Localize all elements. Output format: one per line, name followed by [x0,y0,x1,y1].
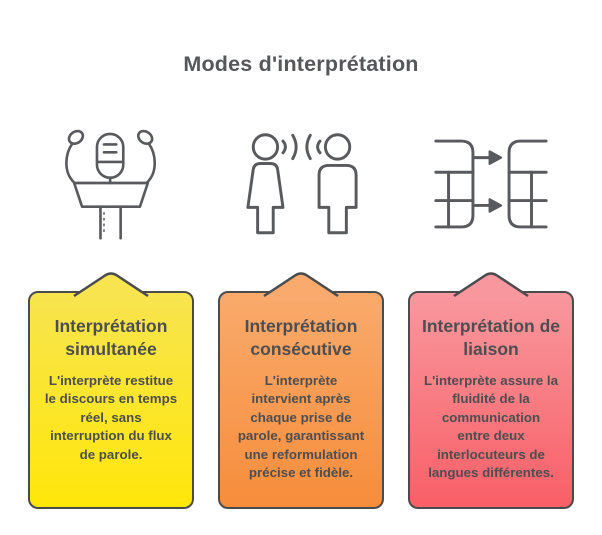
icon-cell-simultaneous [28,117,194,249]
icon-cell-liaison [408,117,574,249]
card-pointer-up [73,272,149,301]
card-description: L'interprète intervient après chaque pri… [237,373,365,481]
icon-cell-consecutive [218,117,384,249]
card-pointer-up [263,272,339,301]
two-people-talking-icon [245,132,358,234]
card-simultaneous-interpretation: Interprétation simultanée L'interprète r… [28,272,194,509]
card-description: L'interprète assure la fluidité de la co… [424,373,558,481]
icons-row [0,117,602,249]
card-liaison-interpretation: Interprétation de liaison L'interprète a… [408,272,574,509]
card-consecutive-interpretation: Interprétation consécutive L'interprète … [218,272,384,509]
cards-row: Interprétation simultanée L'interprète r… [0,272,602,509]
translation-tables-icon [434,139,548,228]
microphone-podium-icon [65,129,157,240]
card-title: Interprétation de liaison [421,316,561,359]
card-title: Interprétation consécutive [244,316,358,359]
page-title: Modes d'interprétation [183,52,419,76]
card-title: Interprétation simultanée [54,316,168,359]
card-pointer-up [453,272,529,301]
card-description: L'interprète restitue le discours en tem… [44,373,178,462]
